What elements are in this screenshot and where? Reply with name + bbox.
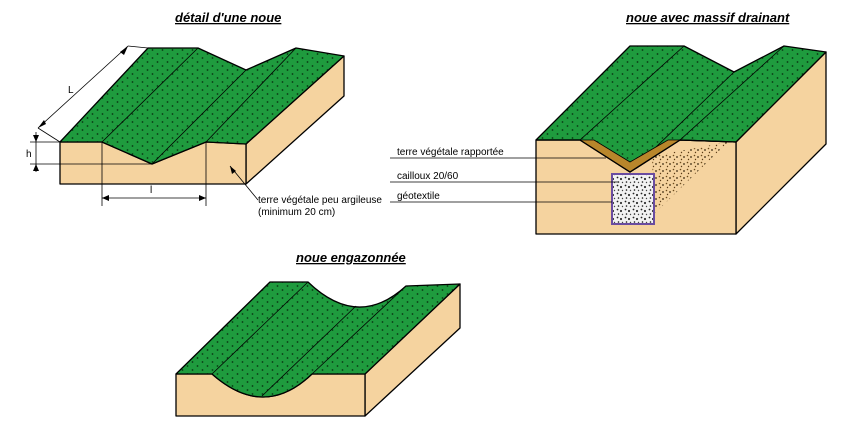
label-terre-argileuse-min: (minimum 20 cm)	[258, 207, 335, 218]
title-drainant: noue avec massif drainant	[626, 10, 790, 25]
label-terre-argileuse: terre végétale peu argileuse	[258, 195, 382, 206]
title-detail: détail d'une noue	[175, 10, 281, 25]
gravel-side	[652, 142, 728, 214]
drainant-block: noue avec massif drainant terre végétale…	[390, 10, 827, 235]
label-geotextile: géotextile	[397, 191, 440, 202]
label-terre-rapportee: terre végétale rapportée	[397, 147, 504, 158]
label-cailloux: cailloux 20/60	[397, 171, 459, 182]
title-engazonnee: noue engazonnée	[296, 250, 406, 265]
gravel-core	[611, 173, 655, 225]
label-L: L	[68, 85, 74, 96]
detail-noue-block: détail d'une noue L h	[26, 10, 382, 218]
dimension-h: h	[26, 132, 152, 172]
label-l: l	[150, 185, 152, 196]
dimension-l: l	[101, 142, 207, 206]
label-h: h	[26, 149, 32, 160]
dimension-L: L	[37, 45, 149, 143]
engazonnee-block: noue engazonnée	[175, 250, 461, 417]
grass-surface	[175, 281, 461, 398]
grass-surface	[59, 47, 345, 165]
